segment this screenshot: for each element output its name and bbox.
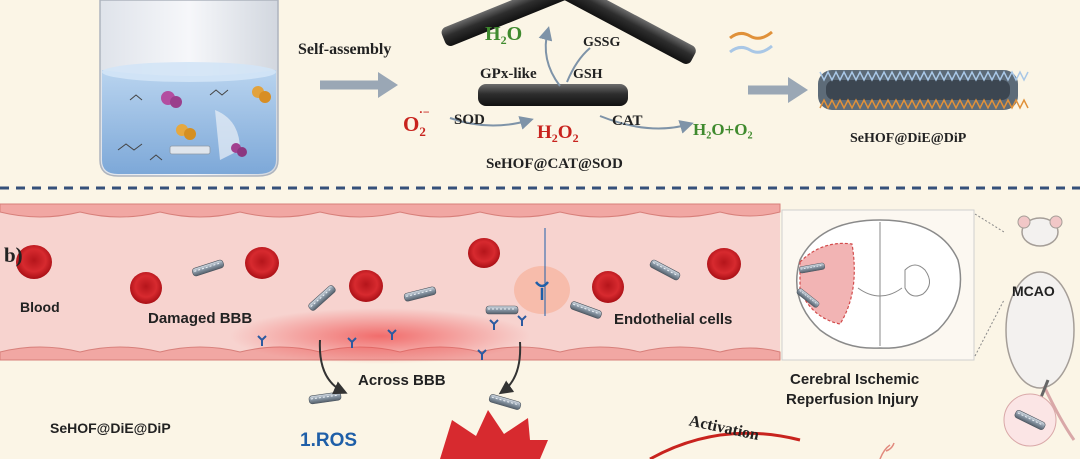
red-blood-cells (16, 238, 741, 304)
self-assembly-label: Self-assembly (298, 41, 391, 58)
enzyme-rod (478, 84, 628, 106)
brain-slice (781, 209, 975, 361)
cat-label: CAT (612, 113, 643, 129)
beaker (99, 0, 279, 177)
gpx-like-label: GPx-like (480, 66, 537, 82)
panel-b: b) Blood Damaged BBB Endothelial cells A… (0, 203, 1076, 459)
cerebral-ischemic-label: Cerebral Ischemic (790, 371, 919, 388)
h2o-product-label: H2O (485, 23, 522, 47)
superoxide-label: O2·− (403, 105, 430, 139)
damaged-region-glow (230, 308, 530, 364)
gsh-label: GSH (573, 67, 603, 82)
sehof-die-dip-label-b: SeHOF@DiE@DiP (50, 420, 171, 436)
reperfusion-injury-label: Reperfusion Injury (786, 391, 919, 408)
h2o-o2-label: H₂O+O₂ (693, 120, 753, 139)
sehof-die-dip-label-a: SeHOF@DiE@DiP (850, 131, 967, 146)
panel-a: Self-assembly H2O GSSG GPx-like GSH O2·−… (99, 0, 1029, 177)
ros-label: 1.ROS (300, 430, 357, 451)
blood-label: Blood (20, 299, 60, 315)
sod-label: SOD (454, 112, 485, 128)
gssg-label: GSSG (583, 35, 620, 50)
mouse-icon (1005, 215, 1076, 441)
sehof-cat-sod-label: SeHOF@CAT@SOD (486, 156, 623, 172)
activation-arc (649, 431, 801, 459)
top-rods (441, 0, 696, 64)
panel-b-label: b) (4, 243, 23, 267)
top-endothelium (0, 203, 781, 218)
mcao-label: MCAO (1012, 283, 1055, 299)
sehof-die-dip-rod (818, 70, 1029, 110)
receptors (257, 315, 527, 360)
across-bbb-label: Across BBB (358, 372, 446, 389)
endothelial-cells-label: Endothelial cells (614, 311, 732, 328)
damaged-bbb-label: Damaged BBB (148, 310, 252, 327)
burst-shape (440, 410, 548, 459)
h2o2-label: H2O2 (537, 122, 579, 145)
